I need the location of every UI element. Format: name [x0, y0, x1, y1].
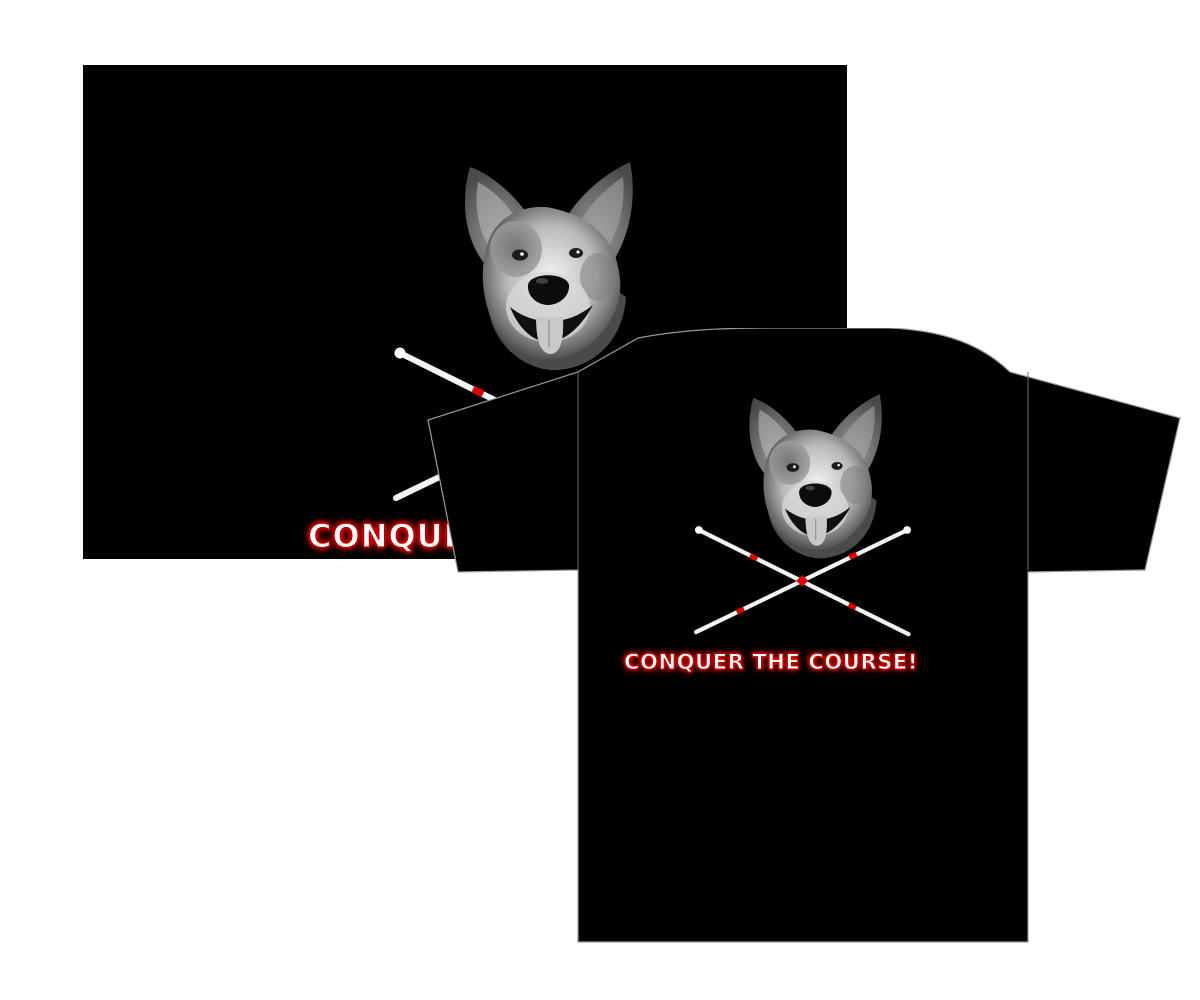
tshirt-body: [427, 328, 1181, 943]
tshirt-mockup: CONQUER THE COURSE!: [420, 328, 1190, 948]
shirt-crossed-poles-graphic: [688, 523, 918, 637]
shirt-slogan: CONQUER THE COURSE!: [624, 650, 919, 675]
